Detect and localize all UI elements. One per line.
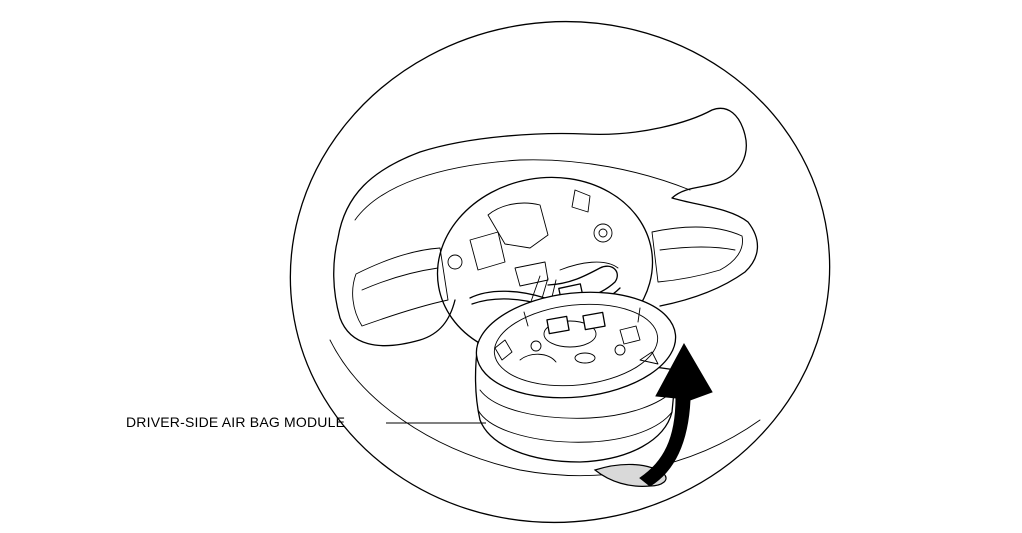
wheel-rim-outer	[289, 20, 831, 524]
air-bag-module-drawing	[474, 291, 677, 463]
inflator-center	[543, 320, 597, 348]
right-spoke-inner	[659, 246, 736, 251]
module-connector-right	[582, 311, 606, 331]
left-spoke-contour	[352, 247, 449, 327]
inner-rim-bottom	[329, 339, 761, 476]
wheel-spoke-outline	[333, 107, 759, 347]
module-connector-left	[546, 315, 570, 335]
rotation-arrow-body	[639, 342, 713, 487]
module-cover-band	[479, 389, 675, 419]
rotation-arrow-icon	[593, 342, 713, 487]
right-spoke-contour	[651, 226, 743, 283]
left-spoke-inner	[361, 267, 439, 291]
inner-rim-top	[354, 159, 691, 221]
air-bag-module-callout: DRIVER-SIDE AIR BAG MODULE	[126, 414, 346, 430]
hub-internals	[447, 189, 619, 287]
module-back-ring	[493, 303, 659, 387]
